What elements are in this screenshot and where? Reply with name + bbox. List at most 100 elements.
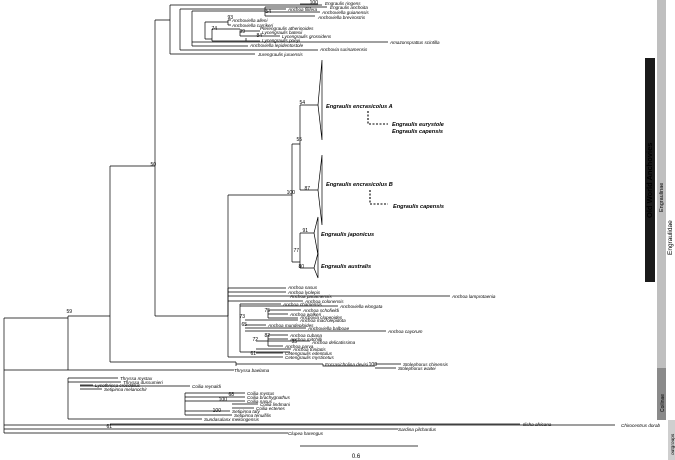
dashed-connectors: [367, 111, 388, 205]
support-value: 74: [211, 26, 217, 32]
taxon-label: Anchoviella lepidentostole: [249, 43, 304, 48]
taxon-label: Anchoa nasus: [287, 285, 318, 290]
taxon-label: Anchoviella elongata: [339, 304, 383, 309]
taxon-label: Anchoa cayorum: [387, 329, 423, 334]
support-value: 99: [239, 29, 245, 35]
taxon-label: Anchoa mundeoloides: [267, 323, 314, 328]
coilinae-bar: [657, 368, 666, 420]
taxon-label: Stolephorus chinensis: [403, 362, 449, 367]
taxon-label: Chirocentrus dorab: [621, 423, 661, 428]
highlighted-taxon-label: Engraulis eurystole: [392, 122, 444, 128]
taxon-label: Thryssa dussumieri: [123, 380, 164, 385]
taxon-label: Amazonsprattus scintilla: [389, 40, 440, 45]
clade-triangle-encrasicolus-b: [317, 154, 323, 226]
taxon-label: Cetengraulis edentulus: [285, 351, 333, 356]
old-world-anchovies-bar: [645, 58, 655, 282]
support-value: 91: [302, 228, 308, 234]
taxon-label: Coilia ectenes: [256, 406, 286, 411]
taxon-label: Setipinna taty: [232, 409, 261, 414]
taxon-label: Anchoviella brevirostris: [317, 15, 366, 20]
tree-branches: [3, 3, 615, 434]
taxon-label: Anchoviella balboae: [307, 326, 350, 331]
highlighted-taxon-label: Engraulis australis: [321, 264, 371, 270]
taxon-label: Lycothrissa crocodilus: [95, 383, 141, 388]
taxon-label: Jurengraulis juruensis: [257, 52, 303, 57]
support-value: 50: [150, 162, 156, 168]
support-value: 61: [106, 424, 112, 430]
support-value: 100: [369, 362, 378, 368]
taxon-label: Anchoa lamprotaenia: [451, 294, 496, 299]
clade-triangle-australis: [313, 252, 319, 279]
support-value: 100: [287, 190, 296, 196]
highlighted-taxon-label: Engraulis encrasicolus B: [326, 182, 393, 188]
taxon-label: Coilia brachygnathus: [247, 395, 291, 400]
taxon-label: Thryssa baelama: [234, 368, 270, 373]
taxon-label: Anchoa lyolepis: [287, 290, 321, 295]
taxon-label: Anchoa filifera: [287, 7, 318, 12]
taxon-label: Anchoviella alleni: [231, 18, 268, 23]
taxon-label: Anchoa delicatissima: [311, 340, 356, 345]
support-value: 80: [298, 264, 304, 270]
support-value: 75: [264, 308, 270, 314]
scale-bar-label: 0.6: [352, 454, 361, 460]
taxon-label: Coilia reynaldi: [192, 384, 222, 389]
support-value: 82: [264, 333, 270, 339]
support-value: 55: [296, 137, 302, 143]
taxon-label: Coilia mystus: [247, 391, 275, 396]
support-value: 68: [228, 392, 234, 398]
highlighted-taxon-label: Engraulis japonicus: [321, 232, 374, 238]
highlighted-taxon-label: Engraulis capensis: [393, 204, 444, 210]
taxon-label: Coilia lindmani: [260, 402, 291, 407]
taxon-label: Lycengraulis poeyi: [262, 38, 301, 43]
taxon-label: Anchoa colonensis: [304, 299, 344, 304]
taxon-label: Lycengraulis batesii: [262, 30, 303, 35]
support-value: 77: [293, 248, 299, 254]
support-value: 59: [66, 309, 72, 315]
support-value: 100: [310, 0, 319, 6]
clade-triangle-encrasicolus-a: [317, 59, 323, 141]
taxon-label: Anchoa parva: [284, 344, 314, 349]
taxon-label: Coilia nasus: [247, 399, 273, 404]
outgroups-bar: [668, 420, 675, 460]
taxon-label: Cetengraulis mysticetus: [285, 355, 334, 360]
taxon-label: Ilisha africana: [523, 422, 552, 427]
coilinae-label: Coilinae: [660, 394, 666, 412]
support-value: 65: [241, 322, 247, 328]
taxon-label: Sundasalanx mekongensis: [204, 417, 260, 422]
old-world-anchovies-label: Old World Anchovies: [645, 143, 654, 218]
taxon-label: Encrasicholina devisi: [325, 362, 369, 367]
taxon-label: Anchoa macrolepidota: [299, 318, 346, 323]
support-value: 54: [299, 100, 305, 106]
taxon-label: Anchoa cubana: [289, 333, 322, 338]
taxon-label: Setipinna melanochir: [104, 387, 147, 392]
support-value: 100: [213, 408, 222, 414]
support-value: 100: [219, 397, 228, 403]
taxon-label: Stolephorus waitei: [398, 366, 437, 371]
support-value: 95: [291, 339, 297, 345]
support-value: 61: [250, 351, 256, 357]
taxon-label: Anchoviella guianensis: [321, 10, 369, 15]
taxon-label: Anchoa panamensis: [289, 294, 332, 299]
taxon-label: Engraulis ringens: [325, 1, 361, 6]
engraulinae-label: Engraulinae: [659, 183, 665, 212]
collapsed-clades: [313, 59, 323, 279]
taxon-label: Pterengraulis atherinoides: [260, 26, 314, 31]
support-value: 93: [227, 15, 233, 21]
taxon-label: Anchoa chamensis: [282, 302, 323, 307]
clade-triangle-japonicus: [313, 216, 319, 256]
support-value: 72: [252, 337, 258, 343]
taxon-label: Anchoa trinitatis: [292, 347, 326, 352]
taxon-label: Anchovia surinamensis: [319, 47, 368, 52]
taxon-label: Setipinna tenuifilis: [234, 413, 272, 418]
taxon-label: Anchoa walkeri: [289, 312, 322, 317]
support-value: 73: [239, 314, 245, 320]
support-value: 84: [256, 33, 262, 39]
engraulidae-label: Engraulidae: [667, 220, 674, 255]
taxon-label: Sardina pilchardus: [398, 427, 437, 432]
taxon-label: Anchovia clupeoides: [299, 315, 343, 320]
highlighted-taxon-label: Engraulis encrasicolus A: [326, 104, 393, 110]
highlighted-taxon-label: Engraulis capensis: [392, 129, 443, 135]
